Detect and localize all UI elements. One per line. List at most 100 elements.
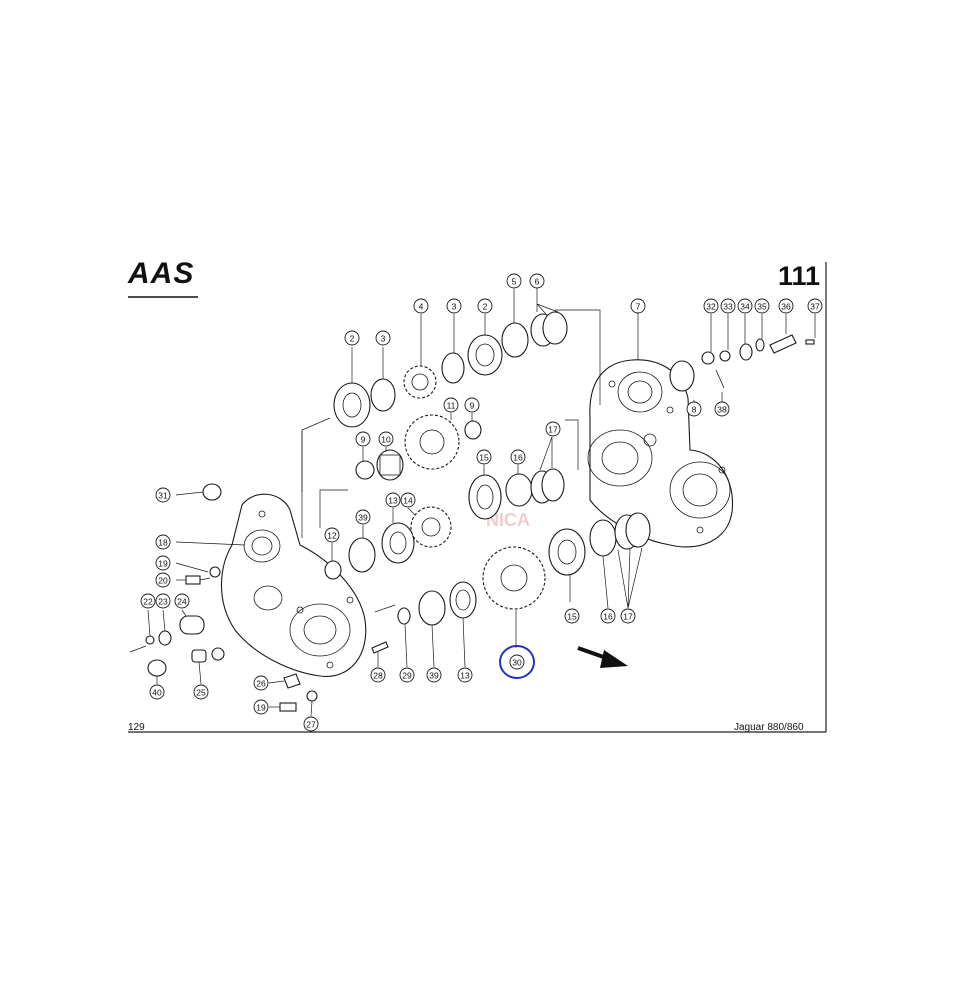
callout-37: 37 [807,298,823,314]
callout-bubble [529,273,545,289]
callout-bubble [370,667,386,683]
callout-number: 14 [403,496,413,506]
callout-number: 19 [256,703,266,713]
callout-bubble [155,593,171,609]
callout-7: 7 [630,298,646,314]
callout-28: 28 [370,667,386,683]
callout-bubble [476,449,492,465]
callout-35: 35 [754,298,770,314]
callout-bubble [155,572,171,588]
callout-bubble [253,675,269,691]
callout-number: 19 [158,559,168,569]
callout-bubble [149,684,165,700]
callout-number: 10 [381,435,391,445]
callout-number: 2 [483,302,488,312]
callout-number: 36 [781,302,791,312]
hardware-parts [129,334,815,712]
callout-bubble [564,608,580,624]
callout-bubble [355,431,371,447]
callout-bubble [686,401,702,417]
callout-number: 16 [603,612,613,622]
callout-bubble [375,330,391,346]
callout-number: 8 [692,405,697,415]
callout-3: 3 [375,330,391,346]
callout-17: 17 [545,421,561,437]
callout-38: 38 [714,401,730,417]
callout-bubble [714,401,730,417]
footer-page-ref: 129 [128,722,145,733]
callout-2: 2 [344,330,360,346]
callout-number: 5 [512,277,517,287]
callout-number: 18 [158,538,168,548]
callout-2: 2 [477,298,493,314]
callout-33: 33 [720,298,736,314]
callout-bubble [385,492,401,508]
front-housing [220,493,367,677]
callout-16: 16 [600,608,616,624]
callout-bubble [509,654,525,670]
callout-bubble [620,608,636,624]
callout-30: 30 [509,654,525,670]
brand-logo-text: AAS [127,257,194,290]
callout-number: 29 [402,671,412,681]
callout-17: 17 [620,608,636,624]
callout-number: 17 [623,612,633,622]
callout-25: 25 [193,684,209,700]
callout-11: 11 [443,397,459,413]
callout-14: 14 [400,492,416,508]
callout-32: 32 [703,298,719,314]
callout-bubble [443,397,459,413]
callout-6: 6 [529,273,545,289]
watermark-text: NICA [486,510,530,530]
callout-20: 20 [155,572,171,588]
callout-bubble [413,298,429,314]
drawing-parts [129,288,816,717]
callout-number: 33 [723,302,733,312]
callout-bubble [193,684,209,700]
callout-number: 27 [306,720,316,730]
callout-16: 16 [510,449,526,465]
callout-bubble [155,534,171,550]
callout-36: 36 [778,298,794,314]
callout-bubble [477,298,493,314]
callout-number: 22 [143,597,153,607]
callout-number: 9 [470,401,475,411]
callout-number: 32 [706,302,716,312]
callout-bubble [446,298,462,314]
callout-number: 25 [196,688,206,698]
callout-bubble [324,527,340,543]
callout-27: 27 [303,716,319,732]
callout-bubble [155,555,171,571]
callout-10: 10 [378,431,394,447]
callout-39: 39 [355,509,371,525]
footer-model: Jaguar 880/860 [734,722,804,733]
callout-bubble [545,421,561,437]
callout-bubble [253,699,269,715]
callout-bubble [344,330,360,346]
callout-number: 12 [327,531,337,541]
callout-bubble [400,492,416,508]
callout-bubble [506,273,522,289]
callout-number: 30 [512,658,522,668]
callout-22: 22 [140,593,156,609]
callout-number: 40 [152,688,162,698]
callout-number: 35 [757,302,767,312]
callout-number: 2 [350,334,355,344]
leader-lines [147,288,816,717]
callout-34: 34 [737,298,753,314]
callout-19: 19 [253,699,269,715]
callout-13: 13 [457,667,473,683]
callout-number: 39 [429,671,439,681]
callout-39: 39 [426,667,442,683]
callout-26: 26 [253,675,269,691]
callout-15: 15 [564,608,580,624]
housing-cover [587,359,734,548]
callout-15: 15 [476,449,492,465]
callout-number: 31 [158,491,168,501]
callout-number: 15 [479,453,489,463]
callout-number: 3 [452,302,457,312]
callout-23: 23 [155,593,171,609]
page-number: 111 [778,261,820,291]
callout-29: 29 [399,667,415,683]
